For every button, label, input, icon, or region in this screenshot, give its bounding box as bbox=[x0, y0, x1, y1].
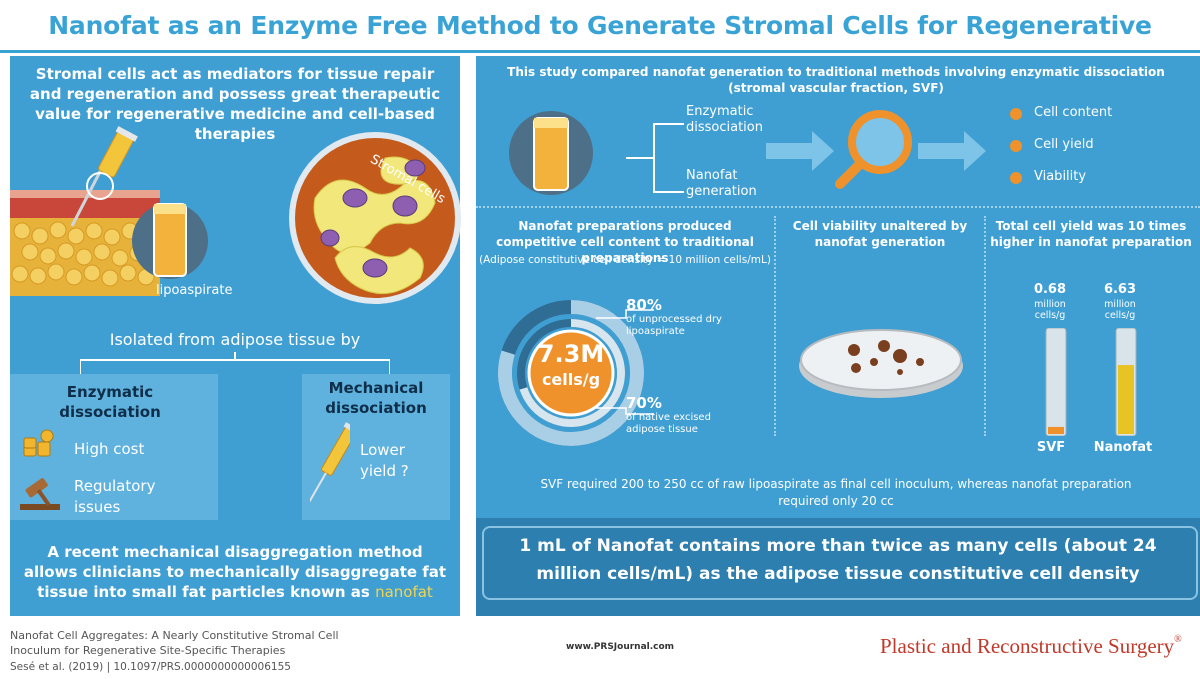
ring-inner-arc bbox=[519, 319, 625, 427]
col1-note: (Adipose constitutive cell density = 10 … bbox=[479, 254, 771, 266]
big-value: 7.3M bbox=[537, 340, 605, 368]
svf-label: SVF bbox=[1036, 440, 1066, 455]
website-link[interactable]: www.PRSJournal.com bbox=[566, 642, 675, 652]
enzymatic-item-cost: High cost bbox=[74, 440, 145, 458]
stromal-cells-illustration bbox=[285, 128, 465, 308]
left-panel: Stromal cells act as mediators for tissu… bbox=[10, 56, 461, 616]
nanofat-fill-bar bbox=[1118, 365, 1134, 434]
nanofat-highlight: nanofat bbox=[375, 583, 433, 601]
syringe-icon bbox=[60, 126, 140, 236]
divider bbox=[476, 206, 1200, 208]
p2-label: of native excised adipose tissue bbox=[626, 412, 711, 435]
nano-unit: million cells/g bbox=[1104, 299, 1136, 321]
coins-icon bbox=[20, 428, 56, 458]
gavel-icon bbox=[14, 476, 64, 512]
ring-outer-arc bbox=[498, 300, 644, 446]
registered-mark: ® bbox=[1174, 634, 1182, 645]
nano-value: 6.63 bbox=[1103, 282, 1137, 297]
journal-name-text: Plastic and Reconstructive Surgery bbox=[880, 634, 1175, 658]
outcome-dot bbox=[1010, 140, 1022, 152]
branch-lines bbox=[79, 352, 391, 376]
nanofat-tube bbox=[506, 108, 596, 198]
left-conclusion-text: A recent mechanical disaggregation metho… bbox=[23, 543, 447, 601]
svf-fill-bar bbox=[1048, 426, 1064, 434]
mechanical-item-yield: Lower yield ? bbox=[360, 441, 409, 480]
outcome-cell-content: Cell content bbox=[1034, 105, 1113, 120]
lipoaspirate-tube bbox=[130, 186, 210, 296]
skin-illustration bbox=[10, 176, 165, 296]
branch-enzymatic: Enzymatic dissociation bbox=[686, 104, 763, 135]
nano-label: Nanofat bbox=[1093, 440, 1153, 455]
p2-value: 70% bbox=[626, 394, 662, 412]
mechanical-title: Mechanical dissociation bbox=[325, 379, 427, 417]
reference-title: Nanofat Cell Aggregates: A Nearly Consti… bbox=[10, 629, 339, 657]
lipoaspirate-label: lipoaspirate bbox=[156, 283, 233, 298]
needle-icon bbox=[306, 420, 360, 512]
col3-title: Total cell yield was 10 times higher in … bbox=[990, 219, 1192, 249]
intro-text: Stromal cells act as mediators for tissu… bbox=[29, 65, 441, 143]
study-text: This study compared nanofat generation t… bbox=[507, 65, 1165, 95]
divider bbox=[774, 216, 776, 436]
isolated-label: Isolated from adipose tissue by bbox=[109, 330, 361, 349]
outcome-viability: Viability bbox=[1034, 169, 1087, 184]
reference-authors: Sesé et al. (2019) | 10.1097/PRS.0000000… bbox=[10, 661, 291, 673]
svf-note: SVF required 200 to 250 cc of raw lipoas… bbox=[540, 477, 1132, 508]
conclusion-inner bbox=[482, 526, 1198, 600]
p1-value: 80% bbox=[626, 296, 662, 314]
arrow-icon bbox=[766, 131, 836, 171]
arrow-icon-2 bbox=[918, 131, 988, 171]
enzymatic-item-regulatory: Regulatory issues bbox=[74, 477, 156, 516]
callout-lines bbox=[596, 308, 656, 418]
enzymatic-title: Enzymatic dissociation bbox=[59, 383, 161, 421]
study-branch-lines bbox=[626, 120, 686, 196]
magnifier-icon bbox=[820, 104, 920, 194]
left-conclusion: A recent mechanical disaggregation metho… bbox=[20, 542, 450, 602]
right-panel: This study compared nanofat generation t… bbox=[476, 56, 1200, 616]
big-unit: cells/g bbox=[541, 370, 601, 389]
divider bbox=[984, 216, 986, 436]
svf-value: 0.68 bbox=[1033, 282, 1067, 297]
cylinders bbox=[1032, 327, 1152, 437]
outcome-dot bbox=[1010, 108, 1022, 120]
col2-title: Cell viability unaltered by nanofat gene… bbox=[792, 219, 968, 249]
title-divider bbox=[0, 50, 1200, 53]
p1-label: of unprocessed dry lipoaspirate bbox=[626, 314, 722, 337]
branch-nanofat: Nanofat generation bbox=[686, 168, 757, 199]
outcome-dot bbox=[1010, 172, 1022, 184]
outcome-cell-yield: Cell yield bbox=[1034, 137, 1094, 152]
mechanical-box bbox=[302, 374, 450, 520]
right-conclusion: 1 mL of Nanofat contains more than twice… bbox=[519, 536, 1157, 584]
svf-unit: million cells/g bbox=[1034, 299, 1066, 321]
journal-name: Plastic and Reconstructive Surgery® bbox=[880, 634, 1182, 659]
col1-title: Nanofat preparations produced competitiv… bbox=[496, 219, 754, 265]
cell-content-ring bbox=[496, 298, 646, 448]
petri-dish-icon bbox=[796, 322, 966, 402]
page-title: Nanofat as an Enzyme Free Method to Gene… bbox=[48, 11, 1152, 92]
